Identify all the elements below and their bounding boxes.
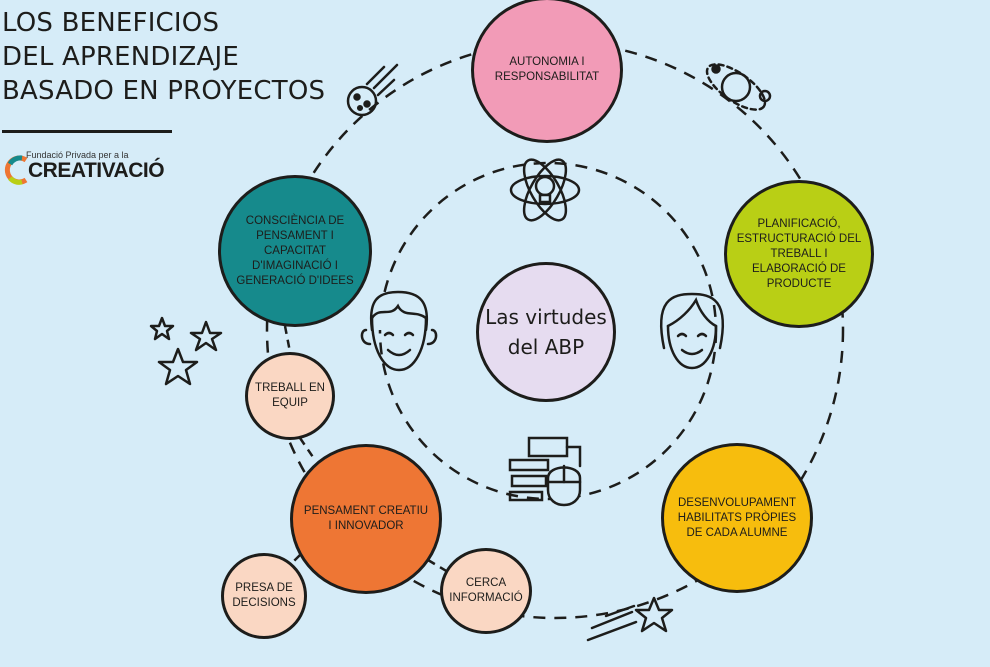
node-planificacio: PLANIFICACIÓ, ESTRUCTURACIÓ DEL TREBALL … [724, 180, 874, 328]
node-consciencia-label: CONSCIÈNCIA DE PENSAMENT I CAPACITAT D'I… [236, 214, 354, 287]
node-pensament-creatiu-label: PENSAMENT CREATIU I INNOVADOR [303, 505, 429, 532]
center-label: Las virtudes del ABP [485, 302, 607, 362]
center-node: Las virtudes del ABP [476, 262, 616, 402]
computer-mouse-icon [508, 436, 582, 507]
node-treball-label: TREBALL EN EQUIP [255, 382, 325, 409]
node-presa: PRESA DE DECISIONS [221, 553, 307, 639]
title-line-2: DEL APRENDIZAJE [2, 42, 239, 72]
page-title: LOS BENEFICIOS DEL APRENDIZAJE BASADO EN… [2, 6, 332, 108]
node-consciencia: CONSCIÈNCIA DE PENSAMENT I CAPACITAT D'I… [218, 175, 372, 327]
node-treball: TREBALL EN EQUIP [245, 352, 335, 440]
node-presa-label: PRESA DE DECISIONS [232, 582, 296, 609]
girl-face-icon [659, 292, 725, 370]
center-label-line-1: Las virtudes [485, 305, 607, 329]
atom-lightbulb-icon [509, 158, 581, 222]
node-cerca-label: CERCA INFORMACIÓ [449, 577, 523, 604]
title-divider [2, 130, 172, 133]
node-cerca: CERCA INFORMACIÓ [440, 548, 532, 634]
logo-big-text: CREATIVACIÓ [28, 159, 165, 182]
creativacio-logo[interactable]: Fundació Privada per a la CREATIVACIÓ [2, 150, 165, 186]
node-pensament-creatiu: PENSAMENT CREATIU I INNOVADOR [290, 444, 442, 594]
outer-dashed-ring [265, 40, 845, 620]
shooting-star-icon [586, 596, 674, 642]
node-planificacio-label: PLANIFICACIÓ, ESTRUCTURACIÓ DEL TREBALL … [736, 217, 862, 290]
planet-icon [705, 63, 772, 111]
title-line-1: LOS BENEFICIOS [2, 8, 220, 38]
comet-icon [346, 63, 399, 117]
boy-face-icon [360, 290, 438, 372]
stars-icon [149, 316, 223, 386]
creativacio-logo-mark [4, 155, 28, 185]
connector-pensament-presa [289, 554, 301, 566]
node-desenvolupament: DESENVOLUPAMENT HABILITATS PRÒPIES DE CA… [661, 443, 813, 593]
node-autonomia: AUTONOMIA I RESPONSABILITAT [471, 0, 623, 143]
connector-consciencia-treball [283, 325, 292, 353]
center-label-line-2: del ABP [507, 335, 585, 359]
logo-small-text: Fundació Privada per a la [26, 150, 129, 160]
node-desenvolupament-label: DESENVOLUPAMENT HABILITATS PRÒPIES DE CA… [677, 496, 797, 539]
connector-treball-pensament [298, 437, 317, 461]
title-line-3: BASADO EN PROYECTOS [2, 76, 326, 106]
node-autonomia-label: AUTONOMIA I RESPONSABILITAT [494, 56, 600, 83]
